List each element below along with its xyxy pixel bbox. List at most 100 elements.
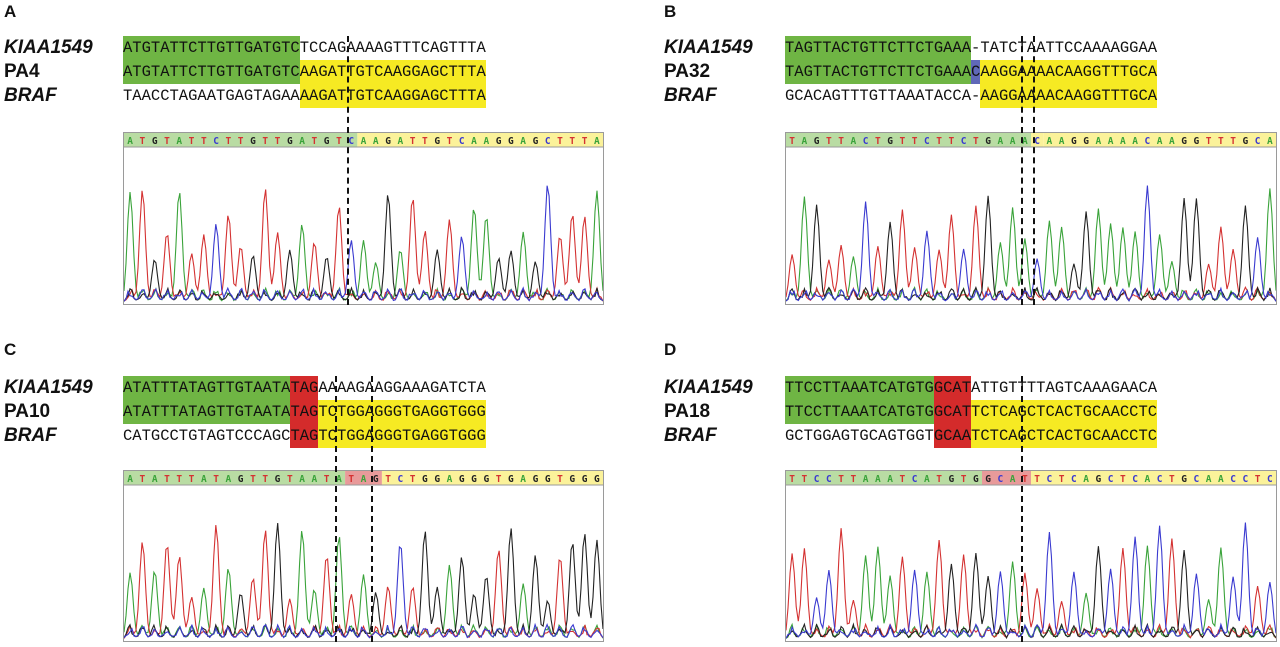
- read-base: C: [1132, 474, 1138, 485]
- read-base: T: [838, 474, 844, 485]
- sequence-segment: TAACCTAGAATGAGTAGAA: [123, 87, 300, 105]
- label-sample: PA4: [4, 61, 40, 82]
- read-highlight: [381, 471, 603, 485]
- read-base: A: [1218, 474, 1224, 485]
- read-base: T: [447, 136, 453, 147]
- read-base: A: [1157, 136, 1163, 147]
- read-base: G: [385, 136, 391, 147]
- read-base: T: [936, 136, 942, 147]
- sequence-segment: GCAA: [933, 424, 972, 448]
- read-base: G: [434, 136, 440, 147]
- read-base: T: [557, 474, 563, 485]
- read-base: A: [1083, 474, 1089, 485]
- sequence-segment: TCTGGAGGGTGAGGTGGG: [318, 424, 486, 448]
- sequence-row: ATATTTATAGTTGTAATATAGTCTGGAGGGTGAGGTGGG: [123, 400, 486, 424]
- read-base: T: [961, 474, 967, 485]
- label-kiaa1549: KIAA1549: [4, 37, 93, 58]
- read-base: T: [569, 136, 575, 147]
- read-base: A: [1108, 136, 1114, 147]
- breakpoint-line: [347, 36, 350, 305]
- read-base: G: [459, 474, 465, 485]
- read-base: T: [312, 136, 318, 147]
- read-highlight: [786, 471, 982, 485]
- read-base: G: [508, 474, 514, 485]
- label-kiaa1549: KIAA1549: [664, 377, 753, 398]
- sequence-segment: -: [971, 87, 981, 105]
- breakpoint-line: [335, 376, 338, 642]
- sequence-row: CATGCCTGTAGTCCCAGCTAGTCTGGAGGGTGAGGTGGG: [123, 424, 486, 448]
- read-base: A: [299, 474, 305, 485]
- read-base: A: [887, 474, 893, 485]
- read-base: G: [250, 136, 256, 147]
- label-braf: BRAF: [664, 425, 717, 446]
- read-base: A: [1145, 474, 1151, 485]
- read-base: A: [152, 474, 158, 485]
- read-base: A: [299, 136, 305, 147]
- trace-t: [786, 528, 1276, 639]
- read-base: T: [949, 136, 955, 147]
- sequence-segment: TAG: [290, 400, 319, 424]
- read-base: G: [1096, 474, 1102, 485]
- read-base: C: [912, 474, 918, 485]
- read-highlight: [1031, 471, 1276, 485]
- label-braf: BRAF: [4, 85, 57, 106]
- read-base: A: [998, 136, 1004, 147]
- read-base: T: [789, 474, 795, 485]
- read-base: A: [1120, 136, 1126, 147]
- read-base: A: [336, 474, 342, 485]
- read-base: G: [483, 474, 489, 485]
- read-base: C: [1145, 136, 1151, 147]
- sequence-segment: TCTCAGCTCACTGCAACCTC: [971, 424, 1158, 448]
- breakpoint-line: [1021, 376, 1023, 642]
- read-base: C: [1243, 474, 1249, 485]
- read-base: C: [1034, 136, 1040, 147]
- read-base: A: [1267, 136, 1273, 147]
- sequence-segment: ATGTATTCTTGTTGATGTC: [123, 36, 300, 60]
- read-base: T: [348, 474, 354, 485]
- read-base: A: [594, 136, 600, 147]
- read-base: T: [176, 474, 182, 485]
- read-base: A: [1169, 136, 1175, 147]
- read-base: G: [152, 136, 158, 147]
- read-base: A: [471, 136, 477, 147]
- read-base: T: [189, 136, 195, 147]
- read-base: T: [900, 474, 906, 485]
- sequence-segment: -: [971, 39, 981, 57]
- read-base: A: [226, 474, 232, 485]
- read-base: A: [361, 474, 367, 485]
- read-base: T: [410, 474, 416, 485]
- read-base: A: [361, 136, 367, 147]
- read-base: A: [1022, 136, 1028, 147]
- read-base: T: [900, 136, 906, 147]
- sequence-segment: TCTGGAGGGTGAGGTGGG: [318, 400, 486, 424]
- sequence-segment: AAGGAAAACAAGGTTTGCA: [980, 84, 1158, 108]
- trace-g: [786, 195, 1276, 302]
- read-base: T: [789, 136, 795, 147]
- label-braf: BRAF: [664, 85, 717, 106]
- sequence-segment: CATGCCTGTAGTCCCAGC: [123, 427, 291, 445]
- read-base: A: [1010, 474, 1016, 485]
- read-base: G: [985, 136, 991, 147]
- read-base: G: [533, 136, 539, 147]
- trace-g: [124, 522, 603, 639]
- read-base: G: [949, 474, 955, 485]
- read-base: G: [434, 474, 440, 485]
- read-base: C: [924, 136, 930, 147]
- read-base: A: [483, 136, 489, 147]
- read-base: C: [961, 136, 967, 147]
- trace-t: [124, 525, 603, 639]
- read-base: C: [1047, 474, 1053, 485]
- sequence-segment: AAGGAAAACAAGGTTTGCA: [980, 60, 1158, 84]
- read-base: G: [1181, 474, 1187, 485]
- read-base: T: [1230, 136, 1236, 147]
- trace-c: [786, 185, 1276, 302]
- read-base: G: [1243, 136, 1249, 147]
- read-base: T: [140, 136, 146, 147]
- read-base: T: [164, 136, 170, 147]
- read-base: T: [826, 136, 832, 147]
- sequence-row: TAACCTAGAATGAGTAGAAAAGATTGTCAAGGAGCTTTA: [123, 84, 486, 108]
- read-base: C: [397, 474, 403, 485]
- read-highlight: [1043, 133, 1276, 147]
- sequence-segment: TATCTAATTCCAAAAGGAA: [980, 39, 1158, 57]
